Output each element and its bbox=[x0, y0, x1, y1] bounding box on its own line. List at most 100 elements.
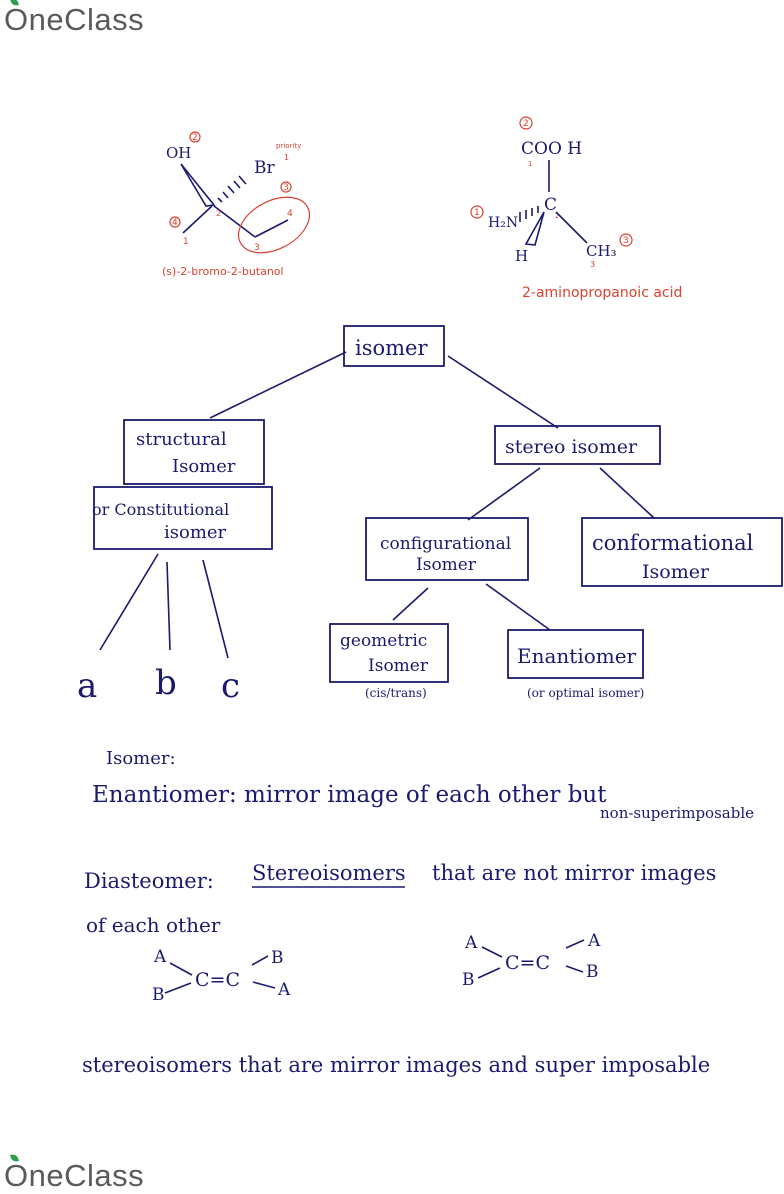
definitions: Isomer: Enantiomer: mirror image of each… bbox=[82, 748, 754, 1077]
node-configurational-2: Isomer bbox=[416, 555, 477, 575]
alkene2-bond-tr bbox=[565, 939, 585, 949]
notes-heading: Isomer: bbox=[106, 748, 176, 769]
ch3-label: CH₃ bbox=[586, 242, 617, 260]
alkene1-tl: A bbox=[153, 947, 167, 967]
edge-c bbox=[202, 559, 229, 659]
node-configurational-1: configurational bbox=[380, 534, 511, 554]
node-constitutional-2: isomer bbox=[164, 522, 227, 543]
enantiomer-definition-2: non-superimposable bbox=[600, 804, 754, 822]
c-label: C bbox=[544, 195, 557, 215]
isomer-tree: isomer structural Isomer or Constitution… bbox=[77, 325, 783, 706]
br-label: Br bbox=[254, 158, 275, 178]
wedge-bond-2 bbox=[524, 211, 545, 246]
node-constitutional-1: or Constitutional bbox=[92, 500, 229, 519]
logo-text: OneClass bbox=[4, 2, 145, 37]
diastereomer-definition-2: of each other bbox=[86, 913, 221, 937]
node-geometric-2: Isomer bbox=[368, 656, 429, 676]
alkene1-bond-tl bbox=[169, 962, 193, 976]
priority-2: 2 bbox=[192, 133, 198, 143]
alkene-1: A B B A C=C bbox=[152, 947, 291, 1005]
diastereomer-term: Stereoisomers bbox=[252, 861, 406, 885]
node-structural-1: structural bbox=[136, 429, 227, 450]
edge-root-structural bbox=[209, 351, 347, 419]
oneclass-logo-bottom: OneClass bbox=[4, 1153, 144, 1194]
box-geometric bbox=[329, 623, 449, 683]
edge-config-geometric bbox=[392, 587, 429, 621]
bond-c1 bbox=[182, 205, 213, 234]
molecule-bromobutanol: OH 2 Br priority 1 4 3 1 2 3 4 (s)-2-bro… bbox=[162, 131, 310, 278]
cooh-label: COO H bbox=[521, 139, 582, 159]
h-label: H bbox=[515, 247, 528, 265]
priority-2-circle bbox=[189, 131, 201, 143]
h2n-label: H₂N bbox=[488, 215, 518, 231]
alkene2-bond-tl bbox=[481, 946, 503, 958]
alkene1-tr: B bbox=[271, 948, 284, 968]
edge-a bbox=[99, 553, 159, 651]
enantiomer-definition: Enantiomer: mirror image of each other b… bbox=[92, 782, 607, 808]
m2-num-2: 2 bbox=[555, 212, 559, 220]
molecule2-name: 2-aminopropanoic acid bbox=[522, 285, 682, 301]
alkene-2: A A B B C=C bbox=[462, 931, 601, 990]
box-structural bbox=[123, 419, 265, 485]
node-enantiomer: Enantiomer bbox=[517, 644, 637, 668]
node-stereo: stereo isomer bbox=[505, 436, 638, 458]
diastereomer-definition: that are not mirror images bbox=[432, 861, 716, 885]
node-conformational-2: Isomer bbox=[642, 561, 710, 583]
node-structural-2: Isomer bbox=[172, 456, 236, 477]
m2-priority-2-circle bbox=[519, 116, 533, 130]
node-conformational-1: conformational bbox=[592, 531, 754, 555]
box-enantiomer bbox=[507, 629, 644, 679]
m2-num-1: 1 bbox=[528, 160, 532, 168]
hash-bond-2 bbox=[519, 206, 539, 222]
ethyl-circle bbox=[238, 196, 310, 254]
bond-ch3 bbox=[555, 211, 588, 244]
alkene2-bl: B bbox=[462, 970, 475, 990]
hash-bond bbox=[217, 175, 247, 203]
priority-word: priority bbox=[276, 142, 301, 150]
priority-4-circle bbox=[169, 216, 181, 228]
bond-c3 bbox=[213, 205, 256, 238]
node-isomer: isomer bbox=[355, 336, 428, 360]
diastereomer-label: Diasteomer: bbox=[84, 869, 214, 893]
alkene2-tl: A bbox=[464, 933, 478, 953]
enantiomer-note: (or optimal isomer) bbox=[527, 686, 644, 700]
box-conformational bbox=[581, 517, 783, 587]
m2-priority-2: 2 bbox=[523, 119, 529, 129]
carbon-num-4: 4 bbox=[287, 209, 293, 219]
priority-1: 1 bbox=[284, 153, 289, 162]
alkene1-bl: B bbox=[152, 985, 165, 1005]
box-configurational bbox=[365, 517, 529, 581]
box-constitutional bbox=[93, 486, 273, 550]
oh-label: OH bbox=[166, 144, 191, 162]
alkene2-tr: A bbox=[587, 931, 601, 951]
edge-stereo-conform bbox=[599, 467, 655, 519]
m2-priority-3-circle bbox=[619, 233, 633, 247]
alkene2-bond-bl bbox=[477, 967, 501, 979]
priority-3: 3 bbox=[283, 183, 289, 193]
leaf-b: b bbox=[155, 663, 177, 703]
node-geometric-1: geometric bbox=[340, 631, 427, 651]
leaf-c: c bbox=[221, 666, 240, 706]
carbon-num-3: 3 bbox=[254, 243, 260, 253]
box-stereo bbox=[494, 425, 661, 465]
alkene2-core: C=C bbox=[505, 952, 550, 974]
wedge-bond bbox=[180, 163, 216, 207]
alkene1-bond-bl bbox=[164, 982, 192, 994]
alkene1-core: C=C bbox=[195, 969, 240, 991]
carbon-num-2: 2 bbox=[216, 209, 221, 218]
alkene1-bond-br bbox=[252, 981, 276, 989]
m2-priority-3: 3 bbox=[623, 236, 629, 246]
priority-3-circle bbox=[280, 181, 292, 193]
edge-root-stereo bbox=[447, 355, 559, 429]
edge-config-enantiomer bbox=[485, 583, 551, 631]
bond-c4 bbox=[254, 219, 289, 238]
box-isomer bbox=[343, 325, 445, 367]
carbon-num-1: 1 bbox=[183, 237, 189, 247]
m2-priority-1: 1 bbox=[474, 208, 480, 218]
oneclass-logo-top: OneClass bbox=[4, 0, 145, 38]
edge-stereo-config bbox=[467, 467, 541, 521]
final-note: stereoisomers that are mirror images and… bbox=[82, 1053, 710, 1077]
leaf-a: a bbox=[77, 666, 97, 706]
priority-4: 4 bbox=[172, 218, 178, 228]
edge-b bbox=[166, 561, 171, 651]
